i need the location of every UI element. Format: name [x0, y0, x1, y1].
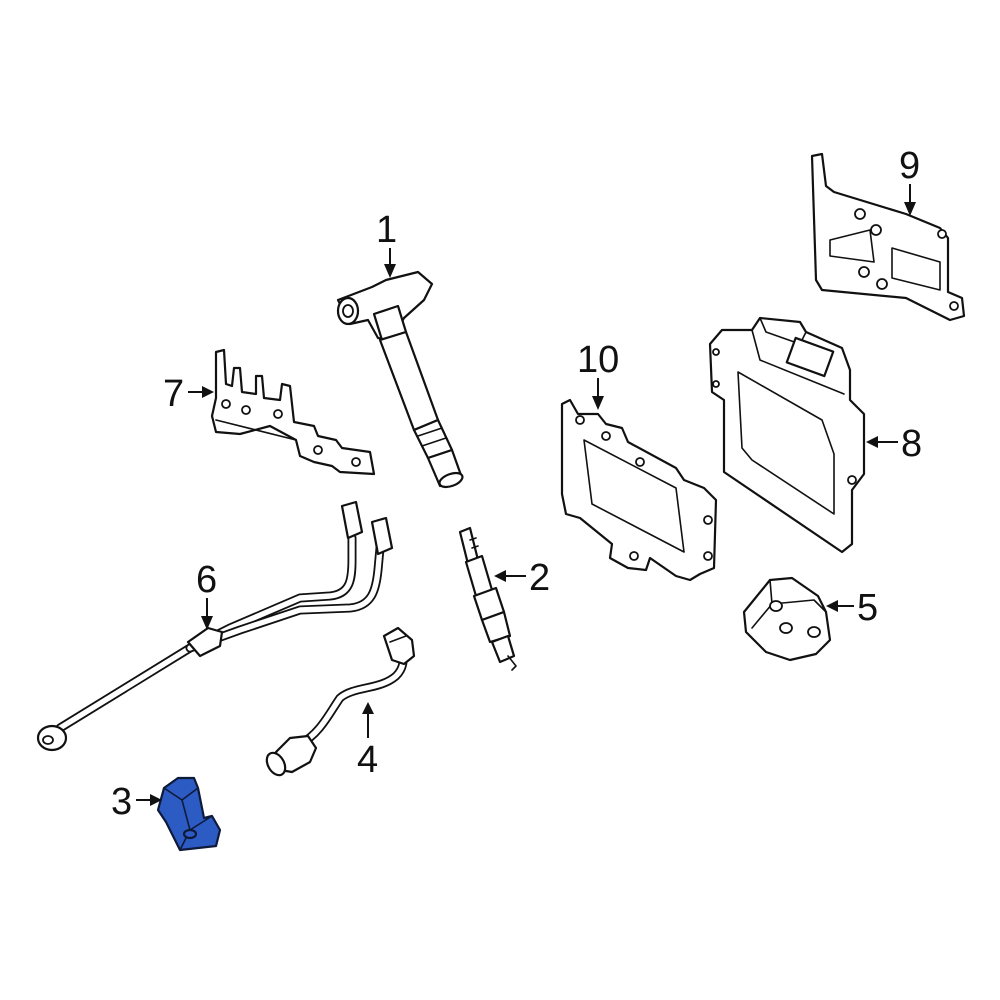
callout-6[interactable]: 6	[196, 559, 217, 630]
callout-4[interactable]: 4	[357, 702, 378, 781]
callout-label-2: 2	[529, 557, 550, 599]
callout-label-4: 4	[357, 739, 378, 781]
callout-8[interactable]: 8	[866, 423, 922, 465]
callout-label-8: 8	[901, 423, 922, 465]
callout-label-5: 5	[857, 587, 878, 629]
oxygen-sensor-part-4[interactable]	[263, 626, 416, 778]
callout-9[interactable]: 9	[899, 145, 920, 216]
callout-label-3: 3	[111, 781, 132, 823]
bracket-part-10[interactable]	[560, 398, 718, 582]
callout-10[interactable]: 10	[577, 339, 619, 410]
callout-7[interactable]: 7	[163, 373, 214, 415]
callout-2[interactable]: 2	[494, 557, 550, 599]
bracket-part-7[interactable]	[210, 348, 376, 476]
callout-5[interactable]: 5	[826, 587, 878, 629]
callout-label-10: 10	[577, 339, 619, 381]
sensor-part-3-highlighted[interactable]	[156, 776, 222, 852]
ecu-bracket-part-9[interactable]	[810, 152, 966, 322]
callout-label-1: 1	[376, 209, 397, 251]
ecu-module-part-8[interactable]	[708, 316, 866, 554]
mount-bracket-part-5[interactable]	[742, 576, 832, 662]
callout-1[interactable]: 1	[376, 209, 397, 278]
ignition-coil-part-1[interactable]	[336, 270, 464, 490]
callout-label-9: 9	[899, 145, 920, 187]
knock-sensor-harness-part-6[interactable]	[36, 500, 394, 752]
callout-3[interactable]: 3	[111, 781, 162, 823]
callout-label-6: 6	[196, 559, 217, 601]
spark-plug-part-2[interactable]	[458, 526, 517, 671]
callout-label-7: 7	[163, 373, 184, 415]
